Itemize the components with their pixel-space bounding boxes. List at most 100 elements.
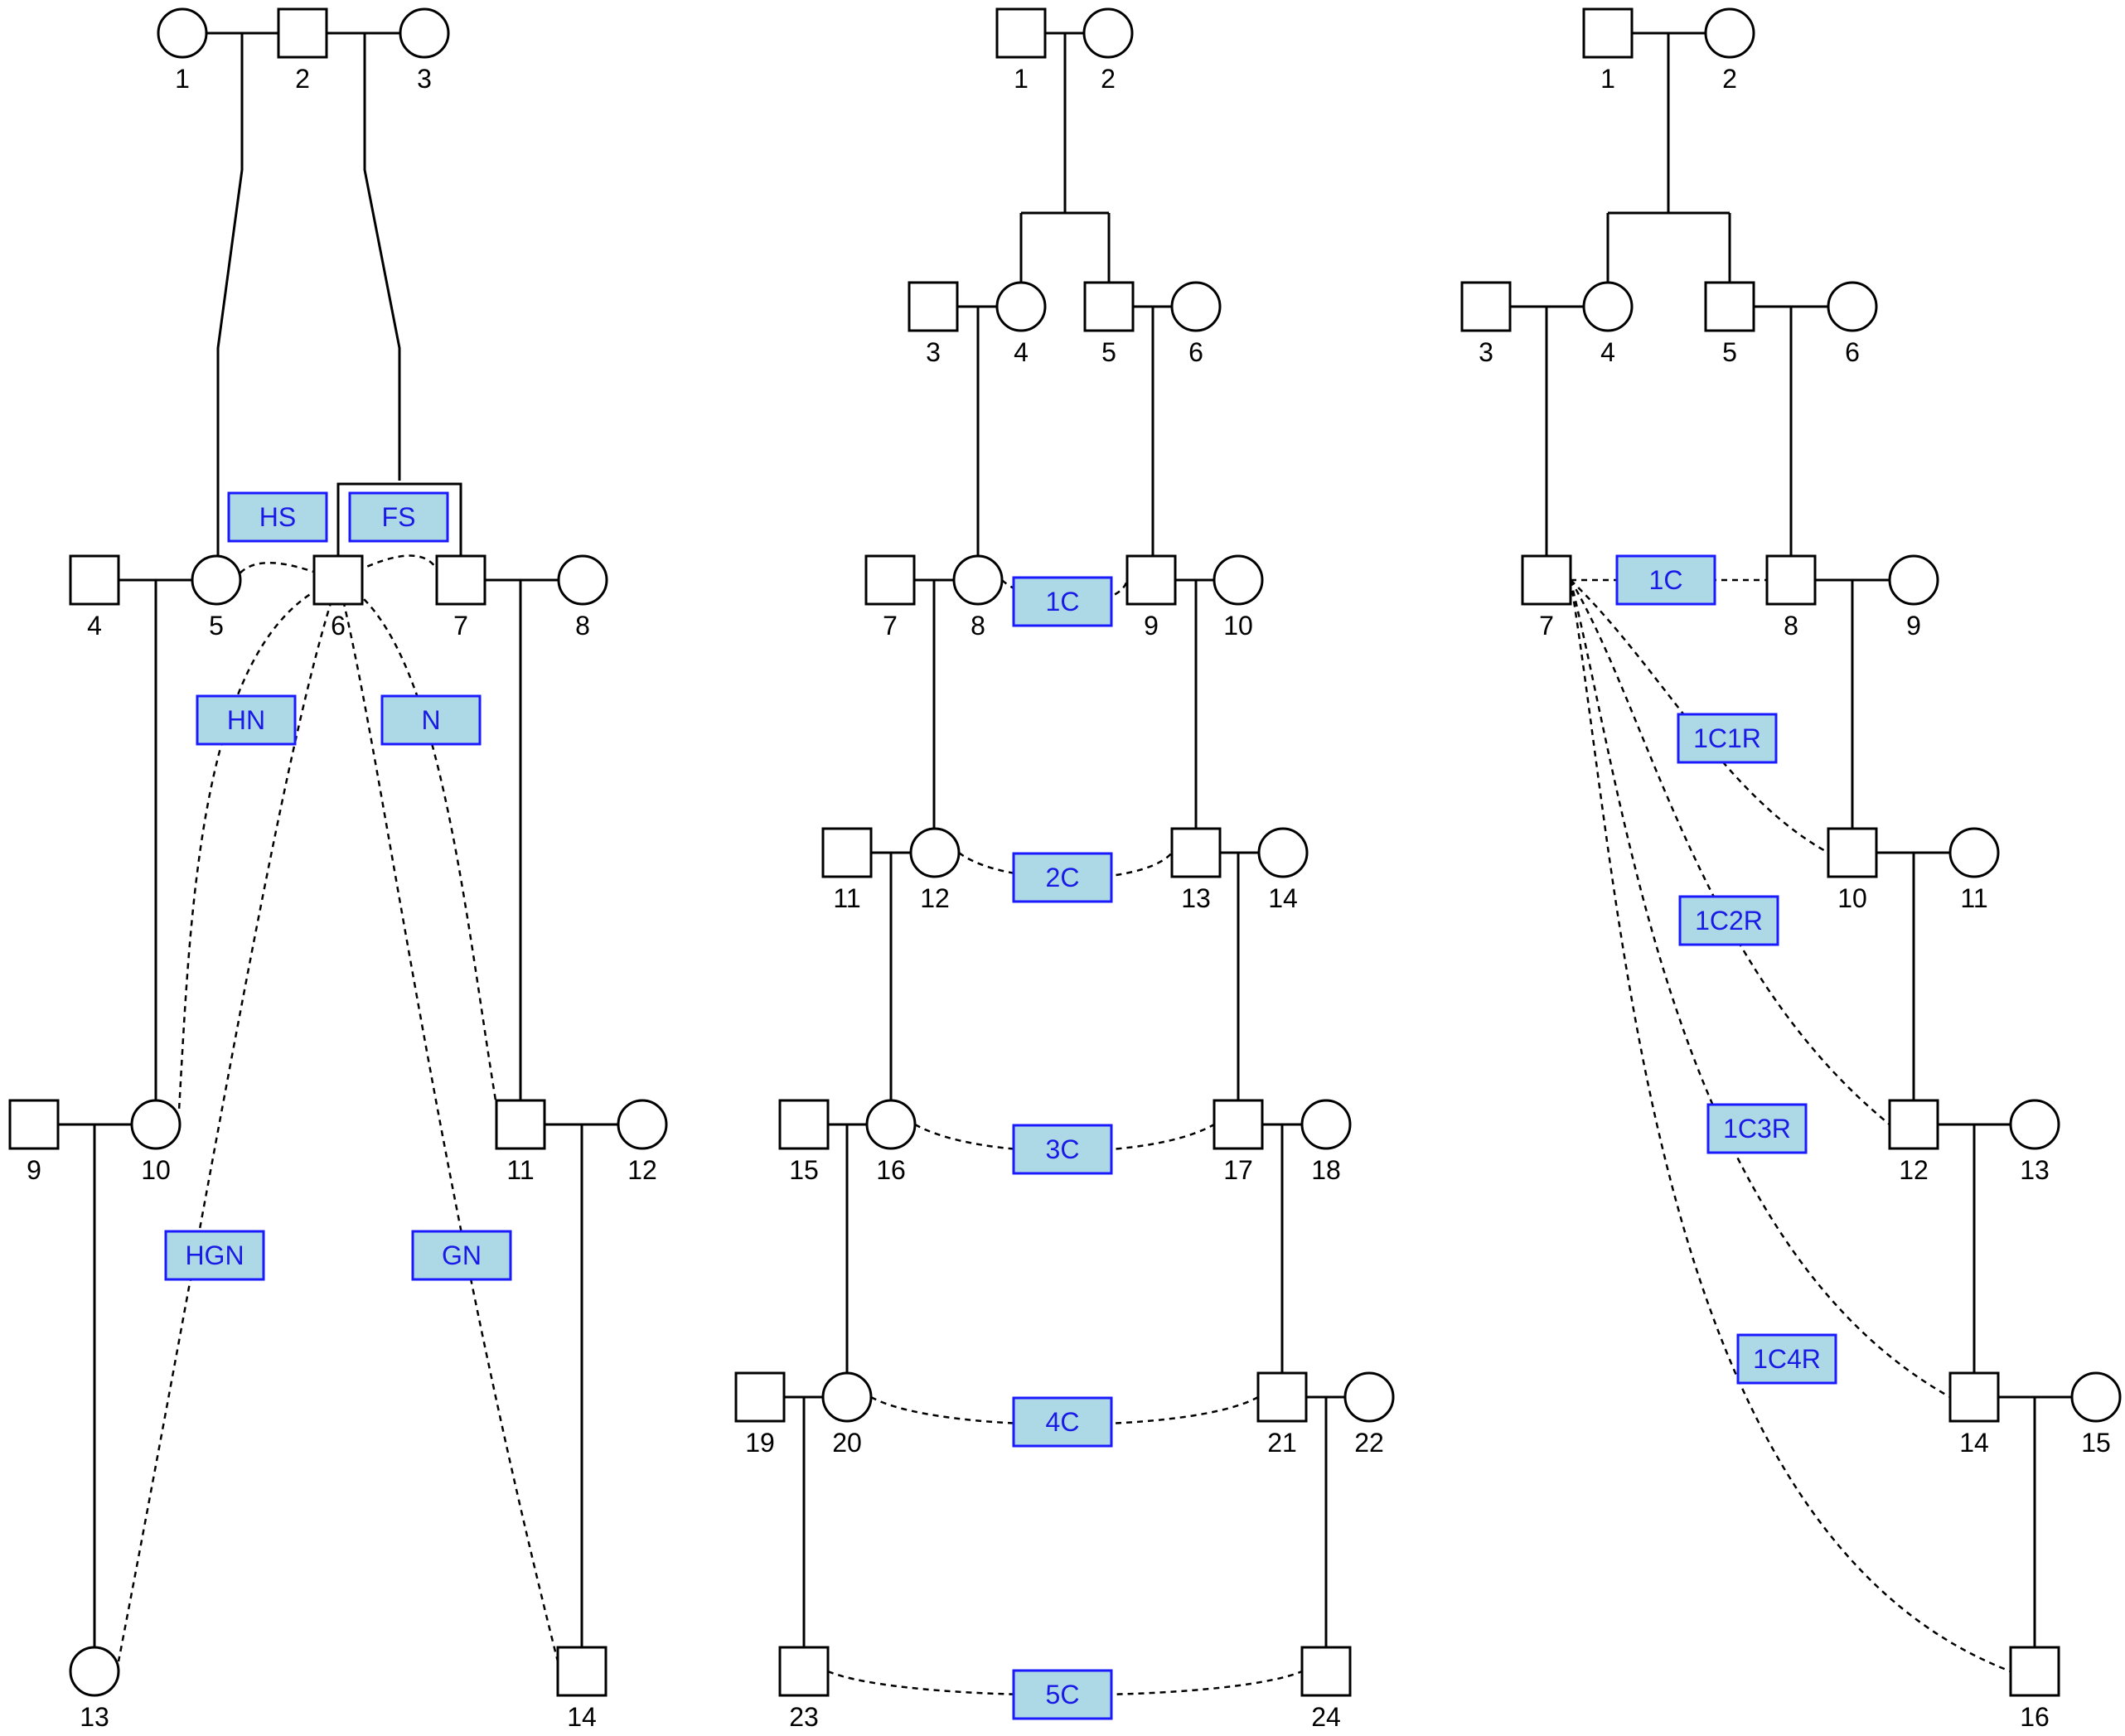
person-id-label: 4 — [1014, 337, 1029, 367]
male-square-21 — [1256, 1371, 1308, 1423]
person-id-label: 6 — [1845, 337, 1860, 367]
male-square-11 — [821, 827, 873, 878]
relationship-curve-n — [337, 578, 499, 1111]
person-id-label: 15 — [2081, 1428, 2111, 1458]
relationship-label-3c: 3C — [1046, 1134, 1080, 1164]
male-square-2 — [277, 7, 328, 59]
male-square-5 — [1704, 281, 1755, 332]
female-circle-4 — [1582, 281, 1634, 332]
family-line — [336, 482, 462, 556]
male-square-7 — [1521, 554, 1572, 606]
person-id-label: 9 — [1906, 611, 1921, 641]
person-id-label: 3 — [417, 64, 432, 94]
relationship-label-box — [1012, 576, 1113, 627]
female-circle-10 — [1213, 554, 1264, 606]
male-square-15 — [778, 1099, 830, 1150]
relationship-label-hs: HS — [259, 502, 296, 532]
person-id-label: 15 — [789, 1155, 819, 1185]
male-square-6 — [312, 554, 364, 606]
person-id-label: 10 — [1837, 883, 1867, 913]
person-id-label: 24 — [1311, 1702, 1341, 1732]
relationship-label-box — [348, 491, 449, 543]
person-id-label: 5 — [1722, 337, 1737, 367]
person-id-label: 14 — [1268, 883, 1298, 913]
relationship-label-4c: 4C — [1046, 1407, 1080, 1437]
person-id-label: 18 — [1311, 1155, 1341, 1185]
female-circle-6 — [1827, 281, 1878, 332]
relationship-label-box — [1012, 1124, 1113, 1175]
relationship-label-box — [1706, 1103, 1808, 1154]
person-id-label: 6 — [331, 611, 346, 641]
male-square-7 — [864, 554, 916, 606]
female-circle-4 — [995, 281, 1047, 332]
male-square-13 — [1170, 827, 1222, 878]
person-id-label: 3 — [1479, 337, 1493, 367]
relationship-label-hgn: HGN — [185, 1240, 244, 1270]
person-id-label: 3 — [926, 337, 941, 367]
person-id-label: 11 — [506, 1155, 534, 1185]
female-circle-16 — [865, 1099, 917, 1150]
male-square-7 — [435, 554, 486, 606]
relationship-curve-1c4r — [1569, 579, 2011, 1673]
relationship-label-box — [1012, 1669, 1113, 1720]
female-circle-5 — [191, 554, 242, 606]
female-circle-1 — [157, 7, 208, 59]
relationship-curve-hgn — [117, 579, 340, 1662]
male-square-3 — [1460, 281, 1512, 332]
relationship-label-1c4r: 1C4R — [1753, 1344, 1821, 1374]
female-circle-13 — [2009, 1099, 2060, 1150]
person-id-label: 4 — [87, 611, 102, 641]
male-square-1 — [995, 7, 1047, 59]
relationship-label-hn: HN — [227, 705, 265, 735]
relationship-label-1c1r: 1C1R — [1693, 723, 1761, 753]
person-id-label: 8 — [575, 611, 590, 641]
relationship-curve-2c — [958, 852, 1173, 879]
relationship-curve-1c3r — [1569, 579, 1951, 1399]
relationship-label-2c: 2C — [1046, 863, 1080, 892]
relationship-label-box — [411, 1230, 512, 1281]
relationship-label-box — [164, 1230, 265, 1281]
male-square-16 — [2009, 1646, 2060, 1697]
female-circle-11 — [1948, 827, 2000, 878]
female-circle-8 — [557, 554, 608, 606]
female-circle-6 — [1170, 281, 1222, 332]
relationship-label-box — [227, 491, 328, 543]
male-square-4 — [69, 554, 120, 606]
female-circle-3 — [399, 7, 450, 59]
relationship-label-5c: 5C — [1046, 1680, 1080, 1709]
female-circle-8 — [952, 554, 1004, 606]
male-square-8 — [1765, 554, 1817, 606]
person-id-label: 1 — [175, 64, 190, 94]
person-id-label: 23 — [789, 1702, 819, 1732]
person-id-label: 2 — [1101, 64, 1116, 94]
person-id-label: 12 — [1899, 1155, 1929, 1185]
female-circle-18 — [1300, 1099, 1352, 1150]
male-square-9 — [8, 1099, 60, 1150]
person-id-label: 22 — [1354, 1428, 1384, 1458]
family-line — [363, 33, 401, 481]
relationship-label-1c2r: 1C2R — [1695, 906, 1763, 936]
person-id-label: 12 — [920, 883, 950, 913]
person-id-label: 10 — [1223, 611, 1253, 641]
person-id-label: 17 — [1223, 1155, 1253, 1185]
relationship-curve-1c1r — [1570, 579, 1829, 854]
male-square-19 — [734, 1371, 786, 1423]
male-square-23 — [778, 1646, 830, 1697]
person-id-label: 16 — [876, 1155, 906, 1185]
person-id-label: 16 — [2020, 1702, 2050, 1732]
female-circle-10 — [130, 1099, 182, 1150]
relationship-label-1c: 1C — [1046, 587, 1080, 617]
female-circle-2 — [1082, 7, 1134, 59]
person-id-label: 4 — [1600, 337, 1615, 367]
relationship-label-gn: GN — [442, 1240, 482, 1270]
female-circle-20 — [821, 1371, 873, 1423]
relationship-label-box — [196, 694, 297, 746]
relationship-label-1c3r: 1C3R — [1723, 1114, 1791, 1144]
person-id-label: 1 — [1600, 64, 1615, 94]
family-lines — [58, 31, 2072, 1647]
relationship-label-box — [1615, 554, 1716, 606]
relationship-label-1c: 1C — [1649, 565, 1683, 595]
person-id-label: 13 — [2020, 1155, 2050, 1185]
